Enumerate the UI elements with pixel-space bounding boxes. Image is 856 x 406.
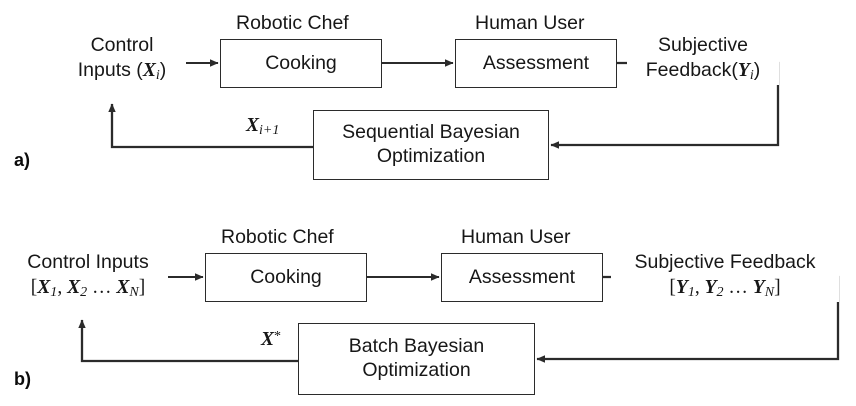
inputs-vec-sub2-b: 2 [80,284,88,301]
feedback-line1-b: Subjective Feedback [634,251,816,273]
feedback-vec-var3-b: Y [752,276,765,298]
feedback-vec-close-b: ] [774,276,781,298]
panel-label-b: b) [14,369,31,389]
inputs-subscript-a: i [155,67,160,84]
optimizer-line2-a: Optimization [376,145,486,167]
box-batch-bayesian-optimization-b[interactable]: Batch Bayesian Optimization [298,323,535,395]
loop-variable-b: X [261,329,275,351]
loop-superscript-b: * [274,328,282,344]
inputs-vec-var1-b: X [37,276,51,298]
feedback-vec-sub2-b: 2 [716,284,724,301]
edge-optimizer-to-input-a [108,103,313,149]
inputs-vec-var2-b: X [67,276,81,298]
feedback-variable-a: Y [737,59,750,81]
feedback-vec-sub3-b: N [764,284,775,301]
loop-label-a: Xi+1 [243,114,283,140]
edge-optimizer-to-input-b [78,319,298,363]
control-inputs-label-a: Control Inputs (Xi) [58,33,186,85]
feedback-vec-var2-b: Y [704,276,717,298]
feedback-subscript-a: i [749,67,754,84]
inputs-vec-ellipsis-b: … [87,276,117,298]
inputs-vec-close-b: ] [138,276,146,298]
control-inputs-line1-a: Control [90,34,154,56]
box-assessment-b[interactable]: Assessment [441,253,603,302]
control-inputs-line1-b: Control Inputs [27,251,149,273]
inputs-variable-a: X [142,59,156,81]
feedback-vector-b: [Y1, Y2 … YN] [669,276,781,301]
inputs-vec-sub1-b: 1 [50,284,58,301]
subjective-feedback-label-a: Subjective Feedback(Yi) [627,33,779,85]
feedback-vec-open-b: [ [669,276,676,298]
box-cooking-b[interactable]: Cooking [205,253,367,302]
loop-subscript-a: i+1 [259,122,280,139]
box-sequential-bayesian-optimization-a[interactable]: Sequential Bayesian Optimization [313,110,549,180]
box-assessment-a[interactable]: Assessment [455,39,617,88]
feedback-vec-sep1-b: , [694,276,705,298]
control-inputs-label-b: Control Inputs [X1, X2 … XN] [8,250,168,302]
control-inputs-vector-b: [X1, X2 … XN] [30,276,146,301]
caption-robotic-chef-b: Robotic Chef [219,226,336,249]
loop-variable-a: X [246,115,260,136]
optimizer-line1-a: Sequential Bayesian [342,121,520,144]
feedback-prefix-a: Feedback( [645,58,738,81]
caption-robotic-chef-a: Robotic Chef [234,12,351,35]
optimizer-line1-b: Batch Bayesian [348,335,485,358]
inputs-prefix-a: Inputs ( [77,58,143,81]
inputs-suffix-a: ) [159,58,167,81]
inputs-vec-sep1-b: , [57,276,68,298]
feedback-vec-sub1-b: 1 [687,284,695,301]
inputs-vec-open-b: [ [30,276,38,298]
optimizer-line2-b: Optimization [362,359,471,381]
box-cooking-a[interactable]: Cooking [220,39,382,88]
caption-human-user-b: Human User [459,226,573,249]
feedback-line1-a: Subjective [658,34,748,56]
feedback-vec-ellipsis-b: … [723,276,753,298]
caption-human-user-a: Human User [473,12,587,35]
inputs-vec-sub3-b: N [129,284,139,301]
feedback-line2-a: Feedback(Yi) [645,58,761,84]
subjective-feedback-label-b: Subjective Feedback [Y1, Y2 … YN] [611,250,839,302]
loop-label-b: X* [258,328,285,352]
feedback-suffix-a: ) [753,58,761,81]
control-inputs-line2-a: Inputs (Xi) [77,58,167,84]
feedback-vec-var1-b: Y [675,276,688,298]
inputs-vec-var3-b: X [116,276,130,298]
panel-label-a: a) [14,150,31,170]
